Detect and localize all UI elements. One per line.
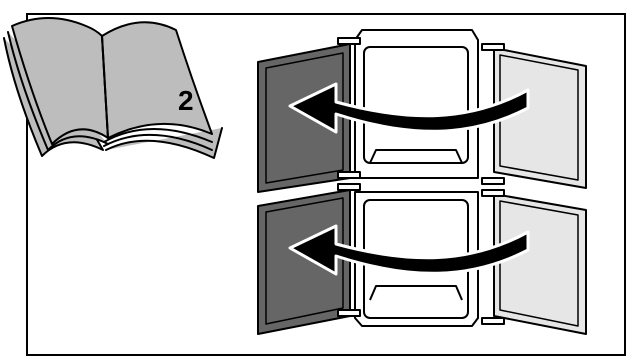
manual-page-number: 2 [178,85,194,116]
upper-door-new-position [257,37,361,193]
lower-curved-arrow-left-icon [288,224,530,276]
open-manual-book-icon [3,17,223,159]
fridge-cabinet-icon [354,29,479,327]
lower-door-old-position [481,189,587,335]
upper-curved-arrow-left-icon [288,82,530,134]
upper-door-old-position [481,43,587,189]
lower-door-new-position [257,183,361,335]
